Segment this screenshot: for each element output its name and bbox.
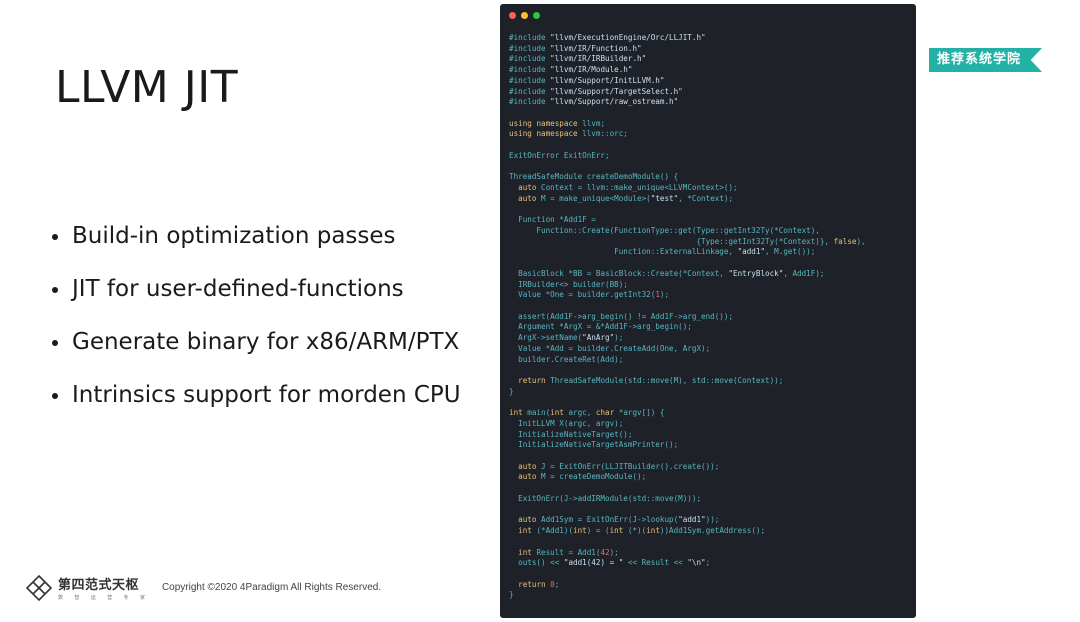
code-line: return 0; — [518, 579, 560, 589]
bullet-dot-icon — [52, 286, 58, 293]
bullet-dot-icon — [52, 392, 58, 399]
footer: 第四范式天枢 数 智 运 营 专 家 Copyright ©2020 4Para… — [26, 574, 381, 601]
code-line: #include "llvm/Support/TargetSelect.h" — [509, 86, 683, 96]
bullet-text: Intrinsics support for morden CPU — [72, 382, 461, 408]
code-line: #include "llvm/Support/raw_ostream.h" — [509, 97, 679, 107]
code-line: auto M = createDemoModule(); — [518, 472, 647, 482]
code-line: ArgX->setName("AnArg"); — [509, 333, 624, 343]
bullet-text: JIT for user-defined-functions — [72, 276, 404, 302]
bullet-text: Generate binary for x86/ARM/PTX — [72, 329, 460, 355]
code-line: return ThreadSafeModule(std::move(M), st… — [518, 376, 784, 385]
bullet-list: Build-in optimization passes JIT for use… — [52, 210, 492, 422]
code-line: int main(int argc, char *argv[]) { — [509, 408, 665, 418]
code-line: auto M = make_unique<Module>("test", *Co… — [518, 193, 734, 203]
bullet-dot-icon — [52, 339, 58, 346]
code-line: int (*Add1)(int) = (int (*)(int))Add1Sym… — [518, 526, 766, 536]
code-line: using namespace llvm::orc; — [509, 129, 628, 139]
code-line: Argument *ArgX = &*Add1F->arg_begin(); — [509, 322, 692, 332]
window-controls — [509, 12, 907, 19]
code-line: #include "llvm/IR/Module.h" — [509, 65, 633, 75]
bullet-text: Build-in optimization passes — [72, 223, 396, 249]
code-line: Value *One = builder.getInt32(1); — [509, 290, 670, 300]
close-dot-icon — [509, 12, 516, 19]
bullet-item: Intrinsics support for morden CPU — [52, 369, 492, 422]
code-line: auto J = ExitOnErr(LLJITBuilder().create… — [518, 461, 720, 471]
code-line: builder.CreateRet(Add); — [509, 354, 624, 364]
code-line: Function::ExternalLinkage, "add1", M.get… — [509, 247, 816, 257]
code-line: auto Context = llvm::make_unique<LLVMCon… — [518, 183, 738, 193]
code-line: IRBuilder<> builder(BB); — [509, 279, 628, 289]
code-line: InitializeNativeTarget(); — [509, 429, 633, 439]
slide-title: LLVM JIT — [55, 62, 239, 113]
code-line: #include "llvm/IR/Function.h" — [509, 43, 642, 53]
code-line: ExitOnError ExitOnErr; — [509, 150, 610, 160]
maximize-dot-icon — [533, 12, 540, 19]
college-badge: 推荐系统学院 — [929, 48, 1042, 72]
code-line: outs() << "add1(42) = " << Result << "\n… — [509, 558, 711, 568]
code-line: #include "llvm/ExecutionEngine/Orc/LLJIT… — [509, 33, 706, 42]
code-line: } — [509, 386, 514, 396]
code-line: assert(Add1F->arg_begin() != Add1F->arg_… — [509, 311, 734, 321]
code-line: BasicBlock *BB = BasicBlock::Create(*Con… — [509, 268, 825, 278]
code-line: auto Add1Sym = ExitOnErr(J->lookup("add1… — [518, 515, 720, 525]
code-line: ExitOnErr(J->addIRModule(std::move(M))); — [509, 493, 702, 503]
code-line: Function::Create(FunctionType::get(Type:… — [509, 225, 820, 235]
4paradigm-logo-icon — [26, 574, 52, 601]
logo-name: 第四范式天枢 — [58, 578, 140, 593]
code-line: {Type::getInt32Ty(*Context)}, false), — [509, 236, 866, 246]
code-line: Value *Add = builder.CreateAdd(One, ArgX… — [509, 343, 711, 353]
code-line: ThreadSafeModule createDemoModule() { — [509, 172, 679, 182]
bullet-item: Generate binary for x86/ARM/PTX — [52, 316, 492, 369]
code-line: int Result = Add1(42); — [518, 547, 619, 557]
code-line: using namespace llvm; — [509, 118, 606, 128]
code-line: InitLLVM X(argc, argv); — [509, 418, 624, 428]
code-line: InitializeNativeTargetAsmPrinter(); — [509, 440, 679, 450]
code-line: #include "llvm/IR/IRBuilder.h" — [509, 54, 647, 64]
bullet-dot-icon — [52, 233, 58, 240]
logo-subtitle: 数 智 运 营 专 家 — [58, 595, 150, 601]
code-block: #include "llvm/ExecutionEngine/Orc/LLJIT… — [509, 33, 907, 601]
code-window: #include "llvm/ExecutionEngine/Orc/LLJIT… — [500, 4, 916, 618]
code-line: #include "llvm/Support/InitLLVM.h" — [509, 75, 665, 85]
logo-text: 第四范式天枢 数 智 运 营 专 家 — [58, 574, 150, 601]
minimize-dot-icon — [521, 12, 528, 19]
code-line: } — [509, 590, 514, 600]
code-line: Function *Add1F = — [509, 215, 596, 225]
bullet-item: JIT for user-defined-functions — [52, 263, 492, 316]
copyright-text: Copyright ©2020 4Paradigm All Rights Res… — [161, 582, 382, 593]
bullet-item: Build-in optimization passes — [52, 210, 492, 263]
